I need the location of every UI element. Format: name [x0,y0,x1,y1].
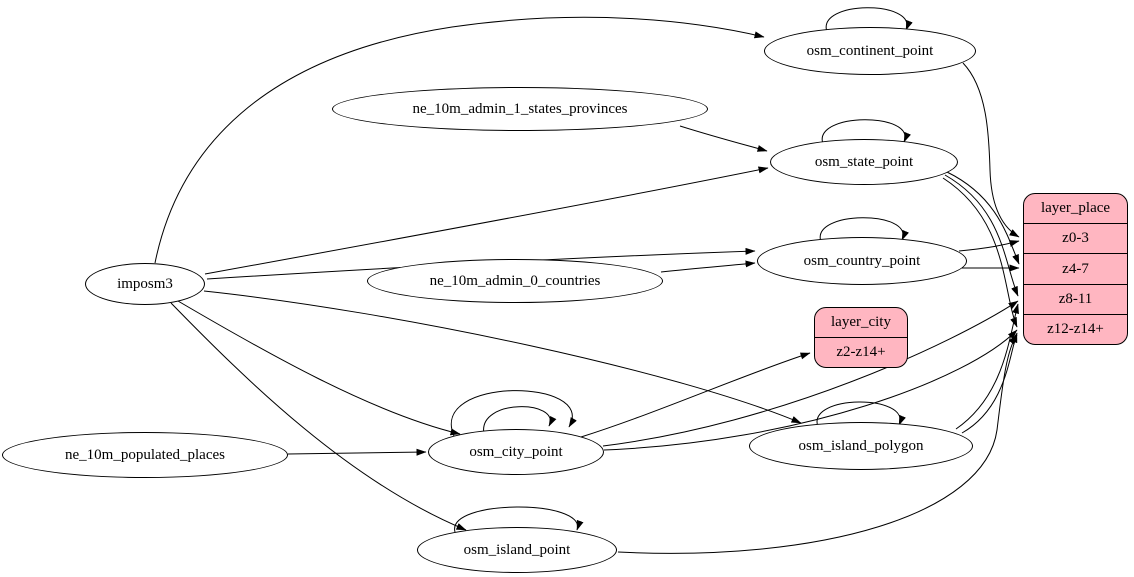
record-layer-city: layer_city z2-z14+ [814,307,908,368]
node-osm-country-point: osm_country_point [757,237,967,285]
self-loop-osm-island-point [454,506,584,533]
edge-osm-country-point-to-layer-place-z0-3 [958,240,1020,252]
edge-imposm3-to-osm-island-point [170,302,467,531]
self-loop-osm-city-point-outer [450,390,577,437]
edge-osm-island-point-to-layer-place-z12-z14 [617,334,1018,554]
node-ne-10m-admin-0-countries: ne_10m_admin_0_countries [367,259,663,303]
node-osm-island-polygon: osm_island_polygon [749,422,973,470]
layer-place-row-z8-11: z8-11 [1024,283,1127,314]
self-loop-osm-city-point-inner [483,406,557,435]
record-layer-place: layer_place z0-3 z4-7 z8-11 z12-z14+ [1023,193,1128,345]
node-ne-10m-admin-1-states-provinces: ne_10m_admin_1_states_provinces [332,87,708,131]
self-loop-osm-island-polygon [816,401,906,428]
node-osm-state-point: osm_state_point [770,139,958,185]
layer-place-title: layer_place [1040,200,1111,217]
self-loop-osm-state-point [821,119,911,145]
self-loop-osm-continent-point [825,7,913,33]
node-osm-city-point: osm_city_point [428,429,604,475]
layer-city-title: layer_city [831,314,891,330]
layer-place-row-z12-z14: z12-z14+ [1024,313,1127,344]
edge-osm-city-point-to-layer-place-z12-z14 [603,329,1018,451]
edge-osm-city-point-to-layer-place-z8-11 [602,300,1019,447]
edge-osm-continent-point-to-layer-place-z0-3 [962,62,1020,238]
edge-imposm3-to-osm-island-polygon [203,290,802,424]
edge-ne-10m-admin-1-states-provinces-to-osm-state-point [679,125,768,152]
node-ne-10m-populated-places: ne_10m_populated_places [2,432,288,478]
edge-imposm3-to-osm-city-point [177,300,461,436]
layer-place-row-z4-7: z4-7 [1024,253,1127,283]
node-osm-continent-point: osm_continent_point [764,27,976,75]
edge-ne-10m-admin-0-countries-to-osm-country-point [660,260,756,273]
edge-osm-state-point-to-layer-place-z4-7 [946,171,1020,265]
edge-imposm3-to-osm-state-point [204,166,769,275]
node-osm-island-point: osm_island_point [417,527,617,573]
self-loop-osm-country-point [819,217,909,243]
layer-city-row-z2-z14: z2-z14+ [815,337,907,367]
node-imposm3: imposm3 [85,263,205,305]
edge-osm-state-point-to-layer-place-z8-11 [944,174,1019,297]
edge-imposm3-to-osm-continent-point [154,16,765,264]
edge-osm-city-point-to-layer-city-z2-z14 [580,352,811,438]
edge-osm-island-polygon-to-layer-place-z8-11 [955,303,1019,430]
edge-ne-10m-populated-places-to-osm-city-point [287,448,427,456]
layer-place-row-z0-3: z0-3 [1024,223,1127,253]
